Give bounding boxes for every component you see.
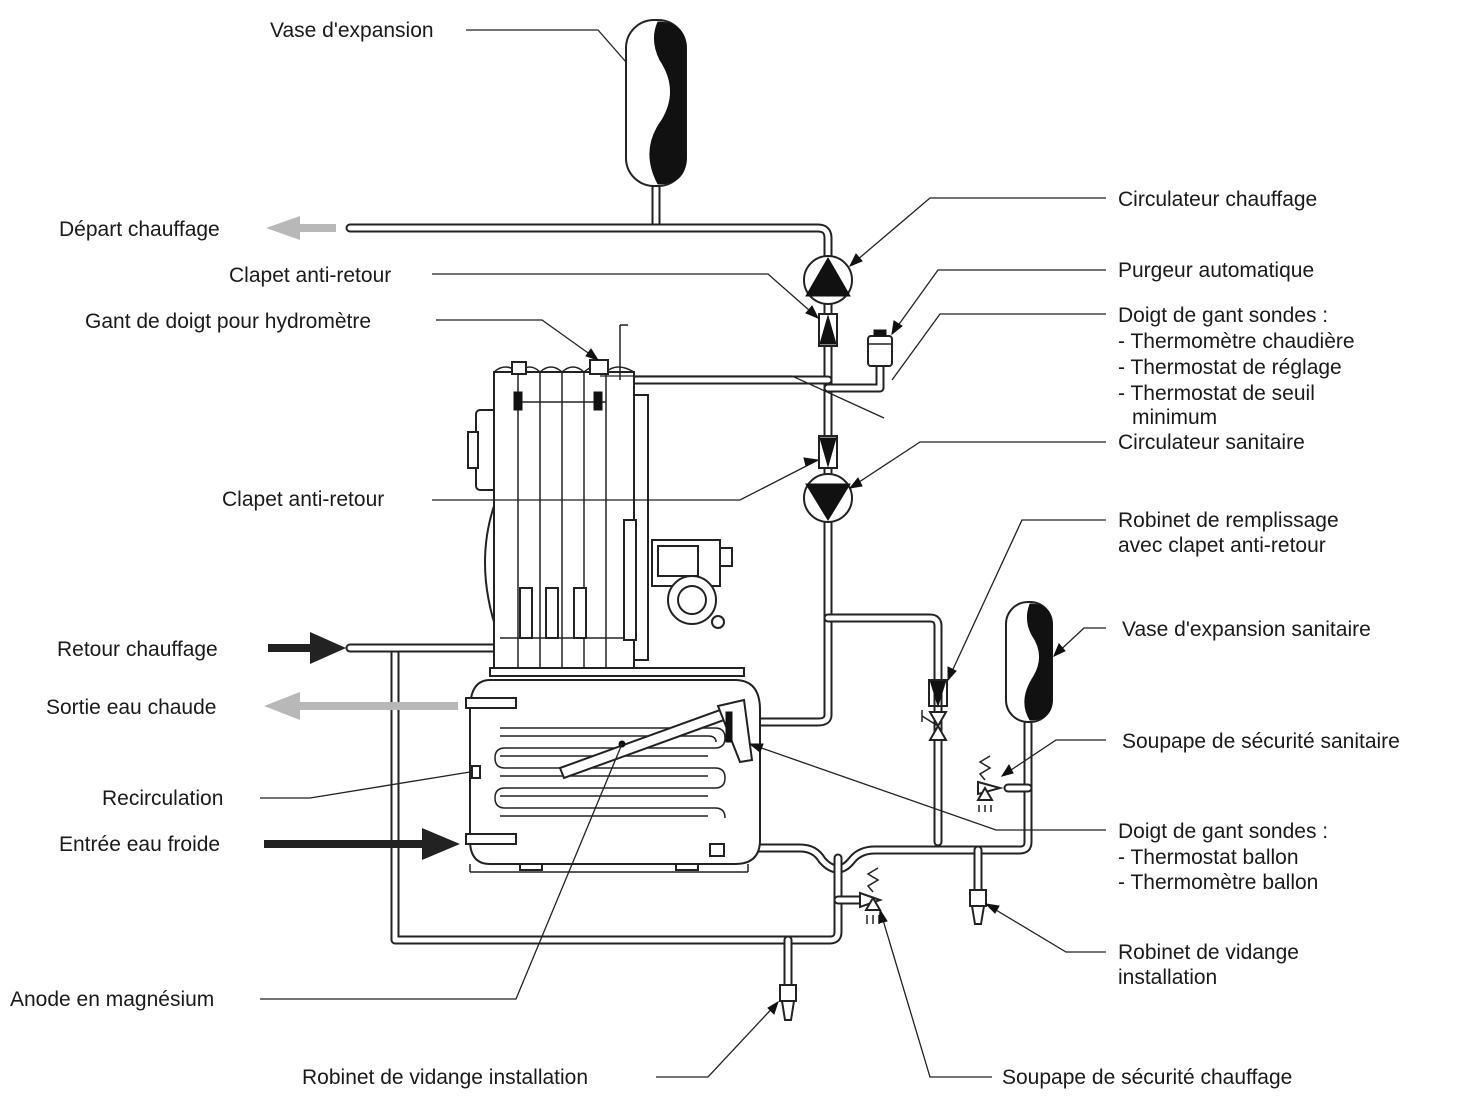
sortie-eau-chaude-arrow <box>264 692 458 720</box>
label-clapet-anti-retour-2: Clapet anti-retour <box>222 488 384 511</box>
leader-lines <box>260 29 1106 1078</box>
label-soupape-chauffage: Soupape de sécurité chauffage <box>1002 1066 1292 1089</box>
drain-valve-bottom <box>779 984 797 1021</box>
retour-chauffage-arrow <box>268 632 346 664</box>
label-recirculation: Recirculation <box>102 787 223 810</box>
label-doigt-gant-1-item: - Thermostat de seuil <box>1118 382 1315 405</box>
label-retour-chauffage: Retour chauffage <box>57 638 218 661</box>
label-doigt-gant-1-item: - Thermostat de réglage <box>1118 356 1342 379</box>
check-valve-lower <box>818 435 838 469</box>
depart-chauffage-arrow <box>266 216 336 240</box>
flow-arrows <box>264 216 460 860</box>
label-gant-de-doigt: Gant de doigt pour hydromètre <box>85 310 371 333</box>
label-robinet-vidange-bas: Robinet de vidange installation <box>302 1066 588 1089</box>
label-entree-eau-froide: Entrée eau froide <box>59 833 220 856</box>
label-circulateur-chauffage: Circulateur chauffage <box>1118 188 1317 211</box>
label-robinet-remplissage-2: avec clapet anti-retour <box>1118 534 1326 557</box>
sanitary-safety-valve <box>976 755 1004 812</box>
label-sortie-eau-chaude: Sortie eau chaude <box>46 696 216 719</box>
heating-pump <box>803 255 853 305</box>
check-valve-upper <box>818 313 838 347</box>
label-robinet-vidange-droite-2: installation <box>1118 966 1217 989</box>
label-vase-expansion: Vase d'expansion <box>270 19 434 42</box>
label-doigt-gant-1-title: Doigt de gant sondes : <box>1118 304 1328 327</box>
automatic-air-vent <box>867 329 893 367</box>
label-depart-chauffage: Départ chauffage <box>59 218 220 241</box>
label-robinet-remplissage-1: Robinet de remplissage <box>1118 509 1339 532</box>
label-soupape-sanitaire: Soupape de sécurité sanitaire <box>1122 730 1400 753</box>
entree-eau-froide-arrow <box>264 828 460 860</box>
label-doigt-gant-2-item: - Thermomètre ballon <box>1118 871 1318 894</box>
label-circulateur-sanitaire: Circulateur sanitaire <box>1118 431 1305 454</box>
labels: Vase d'expansion Départ chauffage Clapet… <box>10 19 1400 1089</box>
expansion-vessel <box>625 19 687 187</box>
label-doigt-gant-2-title: Doigt de gant sondes : <box>1118 820 1328 843</box>
sanitary-pump <box>803 473 853 523</box>
label-clapet-anti-retour-1: Clapet anti-retour <box>229 264 391 287</box>
label-anode: Anode en magnésium <box>10 988 214 1011</box>
heating-safety-valve <box>859 867 884 924</box>
drain-valve-right <box>969 889 987 925</box>
label-vase-expansion-sanitaire: Vase d'expansion sanitaire <box>1122 618 1371 641</box>
fill-valve <box>921 679 948 741</box>
label-doigt-gant-1-item: minimum <box>1132 406 1217 429</box>
label-robinet-vidange-droite-1: Robinet de vidange <box>1118 941 1299 964</box>
label-doigt-gant-2-item: - Thermostat ballon <box>1118 846 1299 869</box>
sanitary-expansion-vessel <box>1005 601 1053 723</box>
label-purgeur: Purgeur automatique <box>1118 259 1314 282</box>
hot-water-tank <box>465 679 761 873</box>
boiler-body <box>467 324 745 677</box>
label-doigt-gant-1-item: - Thermomètre chaudière <box>1118 330 1355 353</box>
